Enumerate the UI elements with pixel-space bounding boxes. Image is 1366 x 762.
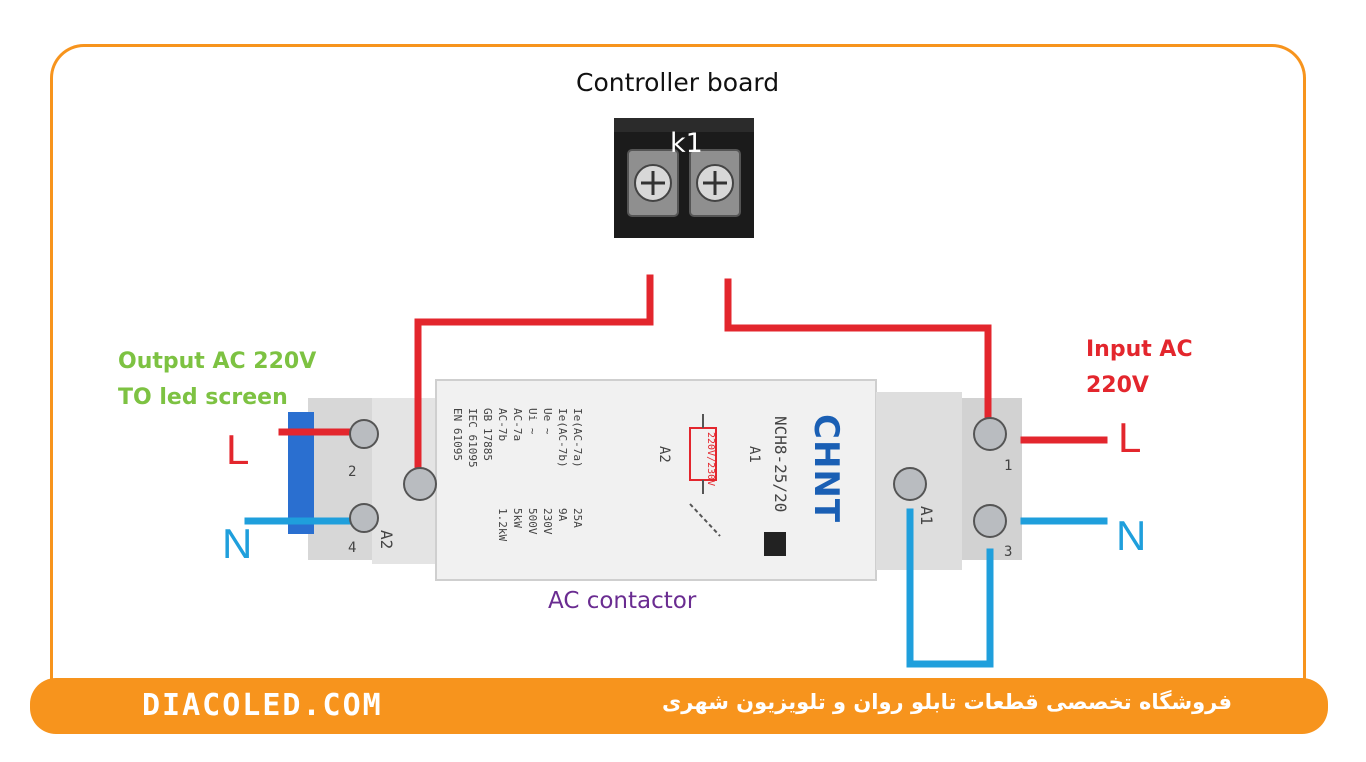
spec-left-3: Ui ~ (526, 408, 539, 435)
screw-left-bottom (349, 503, 379, 533)
diagram-title: Controller board (576, 68, 780, 97)
spec-left-4: AC-7a (511, 408, 524, 442)
spec-right-4: 5kW (511, 508, 524, 528)
screw-right-bottom (973, 504, 1007, 538)
content-frame (50, 44, 1306, 704)
live-wires (278, 274, 1108, 470)
wire-k1-to-a2 (414, 274, 654, 470)
input-label-line1: Input AC (1086, 337, 1193, 362)
controller-terminal-block (614, 118, 754, 238)
input-live-letter: L (1118, 414, 1142, 461)
spec-right-0: 25A (571, 508, 584, 528)
terminal-label-k1: k1 (670, 128, 703, 159)
spec-right-1: 9A (556, 508, 569, 522)
screw-left-top (349, 419, 379, 449)
device-brand: CHNT (806, 414, 846, 524)
spec-left-2: Ue ~ (541, 408, 554, 435)
terminal-3-label: 3 (1004, 544, 1013, 560)
spec-right-3: 500V (526, 508, 539, 535)
output-label-line2: TO led screen (118, 385, 288, 410)
footer-bar: DIACOLED.COM فروشگاه تخصصی قطعات تابلو ر… (30, 678, 1328, 734)
wire-k1-to-input-l (724, 278, 992, 422)
input-neutral-letter: N (1116, 512, 1147, 559)
wire-a1-to-input-n (906, 508, 994, 668)
terminal-4-label: 4 (348, 540, 357, 556)
spec-left-1: Ie(AC-7b) (556, 408, 569, 468)
footer-brand[interactable]: DIACOLED.COM (142, 688, 383, 723)
output-live-letter: L (226, 426, 250, 473)
device-model: NCH8-25/20 (771, 416, 790, 513)
terminal-2-label: 2 (348, 464, 357, 480)
spec-right-2: 230V (541, 508, 554, 535)
screw-a1 (893, 467, 927, 501)
spec-right-5: 1.2kW (496, 508, 509, 542)
output-neutral-letter: N (222, 520, 253, 567)
contactor-label: AC contactor (548, 588, 697, 614)
screw-a2 (403, 467, 437, 501)
footer-slogan: فروشگاه تخصصی قطعات تابلو روان و تلویزیو… (662, 690, 1232, 714)
device-terminal-a1: A1 (746, 446, 762, 463)
neutral-wires (244, 508, 1108, 668)
output-label-line1: Output AC 220V (118, 349, 317, 374)
device-terminal-a2: A2 (656, 446, 672, 463)
spec-left-5: AC-7b (496, 408, 509, 442)
input-label-line2: 220V (1086, 373, 1149, 398)
terminal-1-label: 1 (1004, 458, 1013, 474)
input-label: Input AC 220V (1086, 332, 1193, 404)
terminal-a2-label: A2 (377, 530, 396, 550)
output-label: Output AC 220V TO led screen (118, 344, 316, 416)
terminal-a1-label: A1 (917, 506, 936, 526)
spec-left-8: EN 61095 (451, 408, 464, 461)
device-coil: 220V/230V (705, 432, 716, 487)
spec-left-0: Ie(AC-7a) (571, 408, 584, 468)
spec-left-6: GB 17885 (481, 408, 494, 461)
contactor-screws (349, 417, 1007, 538)
spec-left-7: IEC 61095 (466, 408, 479, 468)
screw-right-top (973, 417, 1007, 451)
